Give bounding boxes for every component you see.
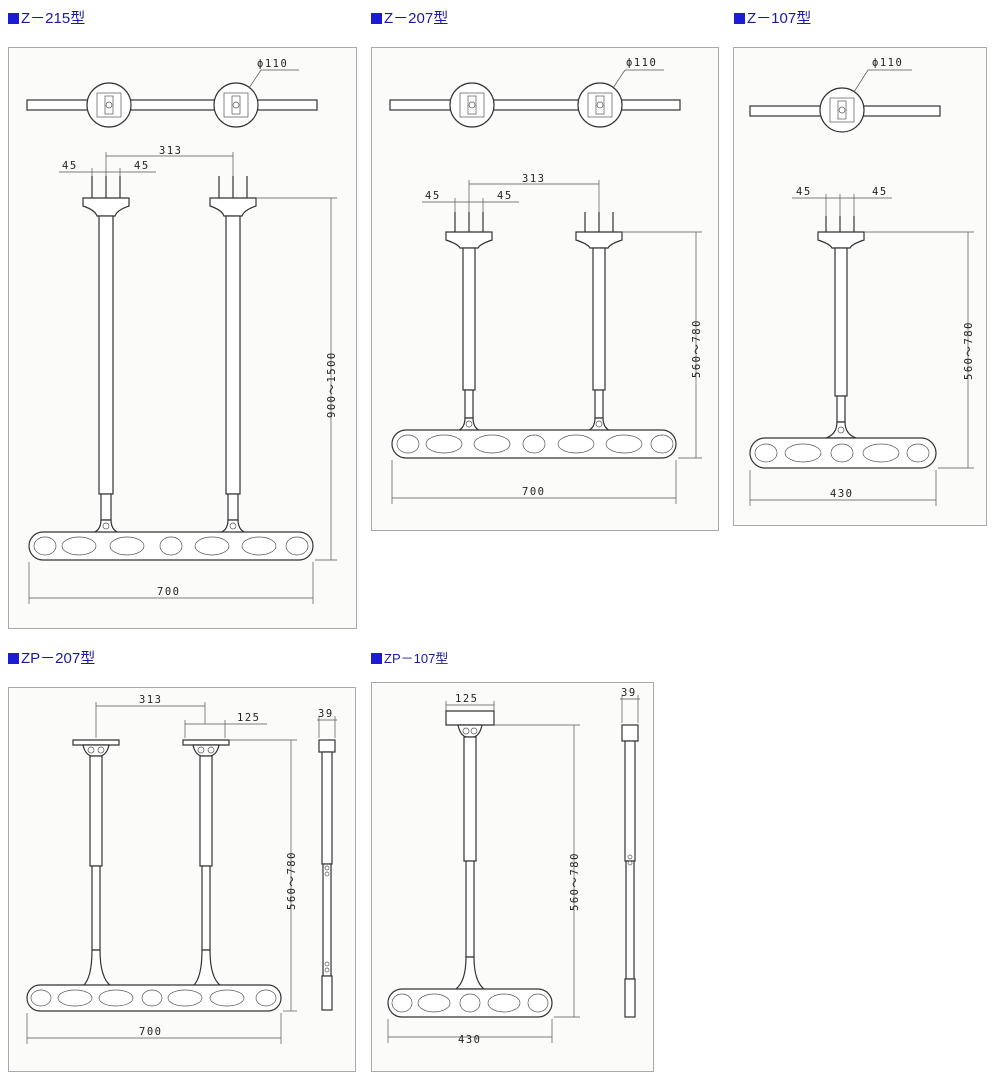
hanger-bar [749, 437, 937, 469]
side-view: 39 [317, 708, 337, 1011]
pole-right [575, 212, 623, 433]
dim-right: 45 [134, 160, 150, 172]
diagram-panel-z107: ϕ110 45 45 560～780 [733, 47, 987, 526]
section-title-text: ZP－207型 [21, 650, 96, 667]
diagram-zp107: 125 560～780 430 [387, 687, 640, 1046]
dim-span: 313 [159, 145, 182, 157]
dim-height: 560～780 [963, 321, 975, 380]
hanger-bar [391, 429, 677, 459]
section-title-z107: Z－107型 [734, 10, 811, 28]
mount-plate-detail [104, 95, 114, 115]
square-bullet-icon [734, 13, 745, 24]
section-title-text: Z－215型 [21, 10, 86, 27]
pole [817, 216, 865, 439]
dim-right: 45 [497, 190, 513, 202]
dim-height: 560～780 [286, 851, 298, 910]
dim-span: 313 [139, 694, 162, 706]
pipe-bar [26, 99, 318, 111]
diagram-zp207: 313 125 [26, 694, 337, 1044]
dim-width: 700 [157, 586, 180, 598]
dim-left: 45 [425, 190, 441, 202]
dim-side: 39 [318, 708, 334, 720]
dim-base: 125 [455, 693, 478, 705]
top-dimensions: 125 [445, 693, 495, 711]
side-dimensions: 900～1500 700 [28, 197, 338, 604]
hanger-bar [26, 984, 282, 1012]
side-dimensions: 560～780 430 [387, 724, 581, 1046]
side-dimensions: 560～780 700 [391, 231, 703, 504]
mount-plate-hole [105, 101, 113, 109]
plan-view: ϕ110 [26, 58, 318, 128]
pole-right [182, 739, 230, 987]
mount-plate-hole [232, 101, 240, 109]
square-bullet-icon [371, 653, 382, 664]
diagram-panel-z207: ϕ110 313 45 45 [371, 47, 719, 531]
dim-width: 430 [830, 488, 853, 500]
diagram-z207: ϕ110 313 45 45 [389, 57, 703, 504]
diagram-z107: ϕ110 45 45 560～780 [749, 57, 975, 506]
pole-left [82, 176, 130, 535]
dim-left: 45 [796, 186, 812, 198]
hanger-bar [387, 988, 553, 1018]
top-dimensions: 45 45 [792, 186, 892, 216]
dim-height: 560～780 [569, 852, 581, 911]
plan-view: ϕ110 [749, 57, 941, 133]
mount-plate-detail [96, 92, 122, 118]
plan-view: ϕ110 [389, 57, 681, 128]
dim-width: 700 [522, 486, 545, 498]
dim-phi: ϕ110 [872, 57, 903, 69]
leader-line [248, 69, 262, 89]
hanger-bar [28, 531, 314, 561]
mount-plate [86, 82, 132, 128]
top-dimensions: 313 45 45 [59, 145, 234, 176]
side-dimensions: 560～780 430 [749, 231, 975, 506]
diagram-panel-zp107: 125 560～780 430 [371, 682, 654, 1072]
side-dimensions: 560～780 700 [26, 739, 298, 1044]
dim-left: 45 [62, 160, 78, 172]
dim-width: 700 [139, 1026, 162, 1038]
diagram-z215: ϕ110 313 45 45 [26, 58, 338, 604]
pole-left [445, 212, 493, 433]
dim-side: 39 [621, 687, 637, 699]
diagram-panel-z215: ϕ110 313 45 45 [8, 47, 357, 629]
dim-height: 560～780 [691, 319, 703, 378]
section-title-text: Z－107型 [747, 10, 812, 27]
mount-plate-detail [231, 95, 241, 115]
top-dimensions: 313 45 45 [422, 173, 600, 212]
diagram-panel-zp207: 313 125 [8, 687, 356, 1072]
dim-base: 125 [237, 712, 260, 724]
dim-phi: ϕ110 [257, 58, 288, 70]
mount-plate [213, 82, 259, 128]
square-bullet-icon [8, 13, 19, 24]
section-title-z215: Z－215型 [8, 10, 85, 28]
top-dimensions: 313 125 [95, 694, 267, 738]
section-title-text: Z－207型 [384, 10, 449, 27]
side-view: 39 [620, 687, 640, 1018]
square-bullet-icon [8, 653, 19, 664]
dim-right: 45 [872, 186, 888, 198]
pole-right [209, 176, 257, 535]
section-title-z207: Z－207型 [371, 10, 448, 28]
pole [445, 710, 495, 990]
section-title-text: ZP－107型 [384, 651, 449, 666]
square-bullet-icon [371, 13, 382, 24]
dim-phi: ϕ110 [626, 57, 657, 69]
section-title-zp207: ZP－207型 [8, 650, 95, 668]
dim-width: 430 [458, 1034, 481, 1046]
dim-span: 313 [522, 173, 545, 185]
dim-height: 900～1500 [326, 351, 338, 418]
pole-left [72, 739, 120, 987]
mount-plate-detail [223, 92, 249, 118]
section-title-zp107: ZP－107型 [371, 650, 448, 668]
